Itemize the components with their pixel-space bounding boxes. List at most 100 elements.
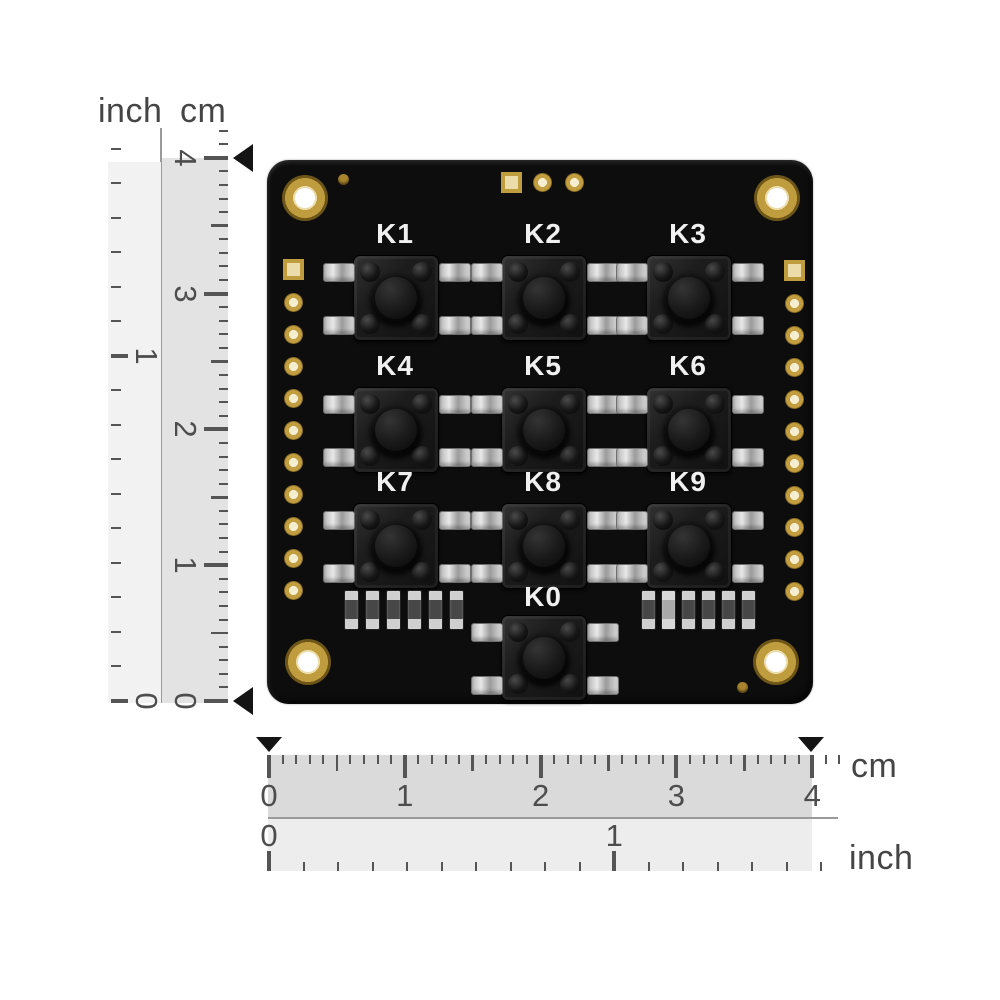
- button-corner-rivet: [653, 446, 673, 466]
- mounting-hole: [754, 175, 800, 221]
- button-plunger: [370, 404, 422, 456]
- button-corner-rivet: [705, 262, 725, 282]
- button-label-k6: K6: [669, 350, 707, 381]
- vruler-cm-tick: [211, 496, 228, 499]
- button-pin: [471, 263, 503, 282]
- solder-pad-round: [784, 485, 804, 505]
- solder-pad-round: [784, 453, 804, 473]
- button-label-k7: K7: [376, 466, 414, 497]
- hruler-cm-number: 2: [531, 778, 550, 813]
- hruler-cm-tick: [430, 755, 433, 764]
- smd-resistor: [365, 590, 380, 630]
- vruler-inch-tick: [111, 665, 121, 668]
- hruler-cm-tick: [797, 755, 800, 764]
- button-corner-rivet: [560, 622, 580, 642]
- button-pin: [732, 564, 764, 583]
- hruler-cm-tick: [648, 755, 651, 764]
- solder-pad-round: [283, 420, 303, 440]
- hruler-cm-tick: [784, 755, 787, 764]
- hruler-inch-scale-bg: [268, 819, 812, 871]
- solder-pad-round: [564, 172, 584, 192]
- button-pin: [732, 316, 764, 335]
- vruler-cm-tick: [219, 523, 228, 526]
- button-corner-rivet: [653, 394, 673, 414]
- vruler-inch-tick: [111, 699, 128, 703]
- vruler-inch-tick: [111, 389, 121, 392]
- hruler-inch-number: 1: [605, 818, 623, 853]
- vruler-cm-tick: [219, 238, 228, 241]
- hruler-inch-tick: [785, 862, 788, 871]
- vruler-cm-tick: [219, 414, 228, 417]
- button-plunger: [370, 520, 422, 572]
- button-pin: [323, 316, 355, 335]
- tactile-button-k6: [616, 387, 764, 473]
- tactile-button-k1: [323, 255, 471, 341]
- button-corner-rivet: [560, 562, 580, 582]
- button-pin: [587, 511, 619, 530]
- tactile-button-k2: [471, 255, 619, 341]
- hruler-cm-tick: [688, 755, 691, 764]
- button-pin: [587, 395, 619, 414]
- smd-resistor: [449, 590, 464, 630]
- button-corner-rivet: [508, 394, 528, 414]
- button-pin: [616, 395, 648, 414]
- button-corner-rivet: [508, 446, 528, 466]
- hruler-inch-tick: [302, 862, 305, 871]
- vruler-inch-tick: [111, 596, 121, 599]
- hruler-cm-tick: [538, 755, 543, 778]
- button-pin: [587, 263, 619, 282]
- button-pin: [471, 564, 503, 583]
- vruler-inch-tick: [111, 527, 121, 530]
- button-pin: [323, 564, 355, 583]
- button-pin: [471, 623, 503, 642]
- button-corner-rivet: [508, 674, 528, 694]
- vruler-cm-tick: [219, 333, 228, 336]
- vruler-cm-number: 0: [168, 692, 203, 710]
- hruler-cm-tick: [322, 755, 325, 764]
- vruler-cm-tick: [219, 319, 228, 322]
- vruler-cm-tick: [219, 659, 228, 662]
- button-plunger: [518, 404, 570, 456]
- hruler-inch-tick: [751, 862, 754, 871]
- button-corner-rivet: [412, 562, 432, 582]
- tactile-button-k9: [616, 503, 764, 589]
- solder-pad-round: [784, 389, 804, 409]
- hruler-cm-tick: [810, 755, 815, 778]
- hruler-inch-tick: [406, 862, 409, 871]
- button-corner-rivet: [360, 262, 380, 282]
- hruler-cm-tick: [485, 755, 488, 764]
- solder-pad-round: [283, 484, 303, 504]
- button-pin: [323, 448, 355, 467]
- hruler-cm-tick: [770, 755, 773, 764]
- vruler-inch-tick: [111, 320, 121, 323]
- button-pin: [439, 316, 471, 335]
- button-label-k0: K0: [524, 581, 562, 612]
- vruler-inch-number: 0: [129, 692, 164, 710]
- hruler-cm-number: 3: [667, 778, 686, 813]
- hruler-cm-tick: [607, 755, 610, 771]
- button-corner-rivet: [360, 314, 380, 334]
- vruler-cm-tick: [219, 591, 228, 594]
- hruler-cm-tick: [743, 755, 746, 771]
- vruler-inch-title: inch: [98, 92, 163, 130]
- button-corner-rivet: [705, 314, 725, 334]
- vruler-inch-tick: [111, 630, 121, 633]
- button-corner-rivet: [360, 510, 380, 530]
- button-corner-rivet: [360, 446, 380, 466]
- button-corner-rivet: [560, 262, 580, 282]
- button-pin: [323, 263, 355, 282]
- button-pin: [616, 564, 648, 583]
- mounting-hole: [285, 639, 331, 685]
- hruler-inch-tick: [509, 862, 512, 871]
- solder-pad-round: [532, 172, 552, 192]
- hruler-cm-tick: [417, 755, 420, 764]
- vruler-inch-tick: [111, 216, 121, 219]
- mounting-hole: [282, 175, 328, 221]
- hruler-cm-tick: [838, 755, 841, 764]
- button-corner-rivet: [705, 562, 725, 582]
- hruler-cm-tick: [593, 755, 596, 764]
- vruler-inch-tick: [111, 147, 121, 150]
- button-pin: [439, 448, 471, 467]
- tactile-button-k3: [616, 255, 764, 341]
- button-corner-rivet: [560, 394, 580, 414]
